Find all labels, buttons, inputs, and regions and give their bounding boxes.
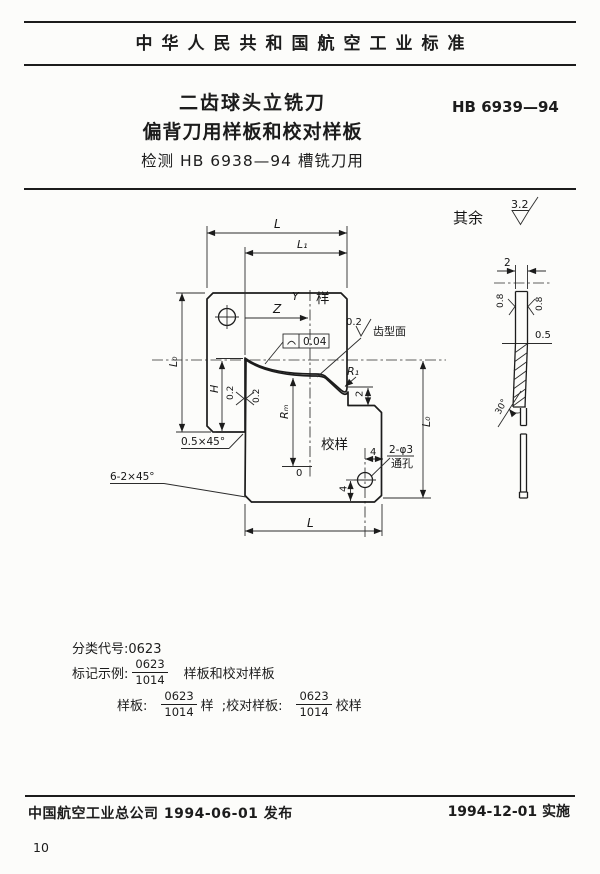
profile-tolerance-frame: 0.04: [264, 333, 330, 365]
sample-mark-label: 样板:: [117, 699, 148, 715]
title-line-1: 二齿球头立铣刀: [178, 92, 326, 114]
profile-roughness-note: 0.2 齿型面: [316, 317, 406, 378]
footer-implementation-date: 1994-12-01 实施: [447, 804, 570, 820]
title-line-3: 检测 HB 6938—94 槽铣刀用: [141, 152, 364, 170]
edge-roughness-left: 0.2: [226, 386, 236, 400]
marking-detail-row: 样板: 0623 1014 样 ;校对样板: 0623 1014 校样: [117, 689, 362, 719]
check-template-outline: [244, 359, 383, 503]
through-hole-label: 通孔: [391, 457, 413, 470]
header-rule-top: [24, 21, 576, 23]
line-profile-symbol-icon: [287, 340, 296, 345]
side-angle-label: 30°: [494, 398, 510, 417]
footer-rule: [25, 795, 575, 797]
side-thickness-label: 2: [504, 257, 511, 269]
title-line-2: 偏背刀用样板和校对样板: [142, 121, 363, 143]
dim-L-bottom-label: L: [307, 516, 314, 530]
side-roughness-left: 0.8: [496, 293, 506, 308]
centerlines: [152, 282, 550, 539]
dim-L0-right: L₀: [383, 361, 433, 499]
marking-example-row: 标记示例: 0623 1014 样板和校对样板: [72, 657, 275, 687]
dim-L-bottom: L: [244, 504, 383, 536]
standard-number: HB 6939—94: [452, 98, 559, 116]
sample-label: 样: [316, 291, 330, 307]
dim-hole-x: 4: [370, 447, 376, 458]
side-view: 2 0.8 0.8 0.5 30°: [494, 257, 552, 499]
check-mark-fraction: 0623 1014: [296, 689, 332, 719]
dim-Rm: Rₘ 0: [278, 378, 312, 479]
dim-H-label: H: [208, 385, 221, 393]
dim-R1-label: R₁: [347, 365, 359, 378]
dim-R1: R₁: [344, 365, 359, 387]
chamfer-callouts: 0.5×45° 6-2×45°: [110, 433, 247, 498]
check-mark-suffix: 校样: [335, 699, 362, 715]
roughness-check-side-left-icon: [507, 298, 516, 316]
edge-roughness-right: 0.2: [252, 389, 262, 403]
dim-hole-y: 4: [339, 486, 350, 492]
roughness-check-right-icon: [245, 391, 255, 406]
dim-L0-left: L₀: [167, 292, 211, 433]
side-roughness-right: 0.8: [535, 296, 545, 311]
check-mark-label: ;校对样板:: [221, 699, 283, 715]
side-offset-label: 0.5: [535, 330, 551, 341]
dim-Rm-label: Rₘ: [278, 404, 291, 419]
title-divider-rule: [24, 188, 576, 190]
dim-H: H: [208, 358, 243, 433]
surface-roughness-note: 其余 3.2: [453, 196, 539, 227]
surface-note-value: 3.2: [511, 198, 529, 211]
roughness-check-side-right-icon: [527, 298, 536, 316]
dim-L0-right-label: L₀: [420, 416, 433, 427]
header-rule-bottom: [24, 64, 576, 66]
chamfer-small-label: 0.5×45°: [181, 436, 225, 448]
check-template-label: 校样: [321, 436, 348, 453]
dim-Z-label: Z: [272, 302, 282, 316]
technical-drawing: 其余 3.2 L L₁ L₀: [110, 196, 552, 539]
roughness-triangle-icon: [511, 210, 530, 226]
dim-L1: L₁: [244, 238, 347, 355]
title-block: 二齿球头立铣刀 偏背刀用样板和校对样板 检测 HB 6938—94 槽铣刀用: [0, 90, 505, 175]
sample-mark-suffix: 样: [200, 699, 214, 715]
surface-note-label: 其余: [453, 209, 483, 227]
dim-step-2: 2: [347, 386, 373, 406]
sample-template-outline: [206, 292, 348, 433]
marking-example-text: 样板和校对样板: [183, 667, 275, 683]
roughness-check-icon: [355, 318, 372, 337]
profile-roughness-value: 0.2: [346, 317, 362, 328]
dim-L0-left-label: L₀: [167, 356, 180, 367]
roughness-check-left-icon: [235, 391, 245, 406]
marking-example-label: 标记示例:: [72, 667, 129, 683]
edge-roughness-marks: 0.2 0.2: [226, 386, 262, 406]
hole-position-dims: 4 4 2-φ3 通孔: [339, 444, 414, 501]
sample-mark-fraction: 0623 1014: [161, 689, 197, 719]
section-hatch: [512, 342, 529, 408]
holes-count-label: 2-φ3: [389, 444, 413, 456]
tolerance-value: 0.04: [303, 336, 327, 348]
page-number: 10: [33, 840, 49, 855]
classification-code: 分类代号:0623: [72, 642, 162, 657]
origin-label: 0: [296, 468, 302, 479]
dim-L1-label: L₁: [297, 238, 308, 251]
dim-L-top: L: [206, 217, 348, 288]
dim-L-label: L: [274, 217, 281, 231]
marking-example-fraction: 0623 1014: [132, 657, 168, 687]
standard-header-title: 中华人民共和国航空工业标准: [135, 34, 474, 54]
chamfer-six-label: 6-2×45°: [110, 471, 155, 483]
dim-step-label: 2: [355, 391, 366, 397]
axis-y-label: Y: [292, 290, 300, 303]
footer-issuer: 中国航空工业总公司 1994-06-01 发布: [28, 806, 293, 822]
dim-Z: Z: [245, 302, 308, 322]
profile-face-label: 齿型面: [373, 324, 406, 338]
